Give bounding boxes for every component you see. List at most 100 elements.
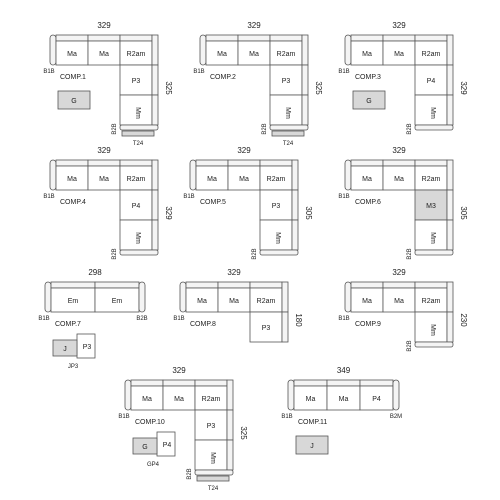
seat-back <box>185 281 219 289</box>
extra-piece-label: P3 <box>83 344 92 351</box>
width-dimension: 329 <box>172 366 186 375</box>
seat-back <box>414 159 448 167</box>
left-arm-code: B1B <box>338 316 349 322</box>
module-label: R2am <box>277 51 296 58</box>
column-label: Mm <box>134 107 141 119</box>
depth-dimension: 305 <box>304 206 313 220</box>
left-arm-code: B1B <box>43 69 54 75</box>
depth-dimension: 180 <box>294 313 303 327</box>
composition-caption: COMP.5 <box>200 199 226 206</box>
table-code: T24 <box>133 141 144 147</box>
column-label: P3 <box>132 78 141 85</box>
corner-back <box>446 281 454 313</box>
column-module <box>414 311 448 343</box>
corner-back <box>151 34 159 66</box>
column-label: Mm <box>429 232 436 244</box>
seat-module <box>414 165 448 191</box>
left-armrest <box>49 34 57 66</box>
composition-caption: COMP.10 <box>135 419 165 426</box>
seat-back <box>195 159 229 167</box>
width-dimension: 329 <box>392 146 406 155</box>
seat-back <box>237 34 271 42</box>
left-arm-code: B1B <box>281 414 292 420</box>
seat-module <box>382 287 416 313</box>
seat-module <box>249 287 283 313</box>
composition-caption: COMP.1 <box>60 74 86 81</box>
seat-back <box>249 281 283 289</box>
composition-caption: COMP.8 <box>190 321 216 328</box>
seat-back <box>162 379 196 387</box>
width-dimension: 329 <box>237 146 251 155</box>
column-back <box>151 219 159 251</box>
seat-back <box>382 281 416 289</box>
seat-back <box>269 34 303 42</box>
seat-module <box>119 165 153 191</box>
module-label: Ma <box>339 396 349 403</box>
column-back <box>291 219 299 251</box>
depth-dimension: 329 <box>459 81 468 95</box>
foot-arm-code: B2B <box>262 123 268 134</box>
corner-back <box>226 379 234 411</box>
column-label: Mm <box>429 324 436 336</box>
column-back <box>151 189 159 221</box>
column-back <box>446 311 454 343</box>
module-label: Ma <box>67 176 77 183</box>
seat-module <box>293 385 328 411</box>
foot-armrest <box>259 249 299 256</box>
right-armrest <box>392 379 400 411</box>
seat-back <box>130 379 164 387</box>
seat-back <box>350 34 384 42</box>
extra-piece-label: G <box>366 98 371 105</box>
column-module <box>269 94 303 126</box>
module-label: R2am <box>257 298 276 305</box>
corner-back <box>151 159 159 191</box>
module-label: Ma <box>174 396 184 403</box>
column-label: M3 <box>426 203 436 210</box>
seat-module <box>87 40 121 66</box>
seat-module <box>259 165 293 191</box>
table-t24 <box>271 130 305 137</box>
seat-back <box>87 34 121 42</box>
seat-module <box>87 165 121 191</box>
module-label: Ma <box>99 176 109 183</box>
width-dimension: 329 <box>97 21 111 30</box>
seat-back <box>359 379 394 387</box>
seat-module <box>382 40 416 66</box>
left-armrest <box>179 281 187 313</box>
foot-armrest <box>414 124 454 131</box>
composition-caption: COMP.4 <box>60 199 86 206</box>
module-label: Ma <box>394 176 404 183</box>
left-arm-code: B1B <box>118 414 129 420</box>
extra-piece-label: J <box>310 443 314 450</box>
composition-caption: COMP.6 <box>355 199 381 206</box>
width-dimension: 329 <box>227 268 241 277</box>
seat-back <box>414 34 448 42</box>
seat-module <box>350 40 384 66</box>
module-label: Ma <box>142 396 152 403</box>
module-label: Ma <box>239 176 249 183</box>
foot-arm-code: B2B <box>252 248 258 259</box>
module-label: R2am <box>422 176 441 183</box>
module-label: Ma <box>362 298 372 305</box>
left-armrest <box>287 379 295 411</box>
module-label: Ma <box>362 176 372 183</box>
left-armrest <box>344 281 352 313</box>
width-dimension: 298 <box>88 268 102 277</box>
table-code: T24 <box>283 141 294 147</box>
extra-piece-j <box>295 435 329 455</box>
module-label: R2am <box>267 176 286 183</box>
module-label: Ma <box>229 298 239 305</box>
depth-dimension: 230 <box>459 313 468 327</box>
seat-back <box>94 281 140 289</box>
extra-piece-g <box>132 437 158 455</box>
left-armrest <box>189 159 197 191</box>
column-module <box>194 439 228 471</box>
seat-back <box>50 281 96 289</box>
